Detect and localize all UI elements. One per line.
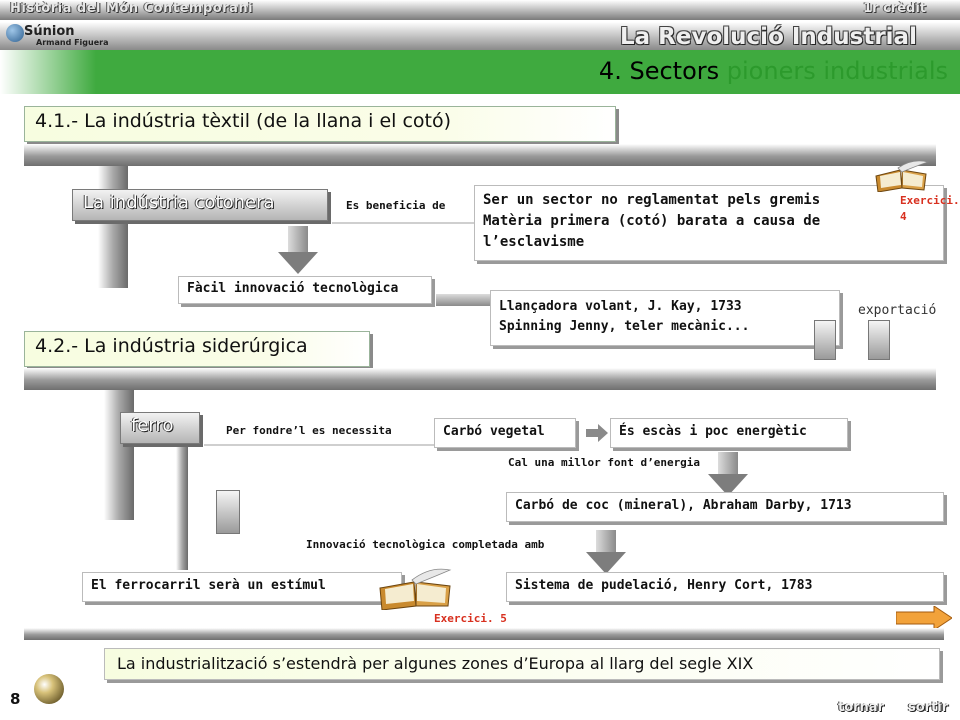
- folded-page-icon: [868, 320, 890, 360]
- course-title: Història del Món Contemporani: [10, 1, 254, 16]
- charcoal-box: Carbó vegetal: [434, 418, 576, 448]
- cotton-sector-label: La indústria cotonera: [72, 189, 328, 221]
- credit-label: 1r crèdit: [863, 1, 926, 16]
- section-title: 4. Sectors pioners industrials: [599, 57, 948, 85]
- coke-label: Carbó de coc (mineral), Abraham Darby, 1…: [515, 498, 852, 513]
- arrow-stem: [288, 226, 308, 254]
- arrow-down-icon: [708, 474, 748, 496]
- invention-line-1: Llançadora volant, J. Kay, 1733: [499, 299, 742, 314]
- back-button[interactable]: tornar: [838, 700, 884, 715]
- benefit-line-3: l’esclavisme: [483, 234, 585, 250]
- folded-page-icon: [814, 320, 836, 360]
- cotton-vertical-bar: [98, 166, 128, 288]
- conclusion-box: La industrialització s’estendrà per algu…: [104, 648, 940, 680]
- iron-heading: 4.2.- La indústria siderúrgica: [24, 331, 370, 367]
- next-arrow-icon[interactable]: [896, 606, 952, 630]
- arrow-stem: [718, 452, 738, 476]
- invention-line-2: Spinning Jenny, teler mecànic...: [499, 319, 750, 334]
- unit-title: La Revolució Industrial: [620, 24, 917, 50]
- logo-name: Súnion: [24, 24, 75, 39]
- railway-label: El ferrocarril serà un estímul: [91, 578, 326, 593]
- innovation-label: Fàcil innovació tecnològica: [187, 281, 399, 296]
- iron-vertical-bar: [104, 390, 134, 520]
- arrow-down-icon: [278, 252, 318, 274]
- puddling-label: Sistema de pudelació, Henry Cort, 1783: [515, 578, 813, 593]
- arrow-stem: [596, 530, 616, 554]
- logo-icon: [6, 24, 24, 42]
- connector-line: [332, 222, 474, 224]
- section-title-part1: Sectors: [629, 57, 720, 85]
- arrow-right-icon: [586, 424, 608, 442]
- inventions-box: Llançadora volant, J. Kay, 1733 Spinning…: [490, 290, 840, 346]
- charcoal-label: Carbó vegetal: [443, 424, 545, 439]
- export-label: exportació: [858, 303, 937, 318]
- top-title-bar: [0, 0, 960, 20]
- connector-line: [204, 444, 434, 446]
- benefit-box: Ser un sector no reglamentat pels gremis…: [474, 185, 944, 261]
- cotton-heading: 4.1.- La indústria tèxtil (de la llana i…: [24, 106, 616, 142]
- page-number: 8: [10, 690, 21, 708]
- section-bar: [0, 50, 960, 94]
- connector-arrow: [436, 294, 492, 306]
- cotton-divider-bar: [24, 144, 936, 166]
- railway-box: El ferrocarril serà un estímul: [82, 572, 402, 602]
- folded-page-icon: [216, 490, 240, 534]
- footer-divider-bar: [24, 628, 944, 640]
- coke-box: Carbó de coc (mineral), Abraham Darby, 1…: [506, 492, 944, 522]
- scarce-label: És escàs i poc energètic: [619, 424, 807, 439]
- benefit-label: Es beneficia de: [346, 199, 446, 212]
- benefit-line-2: Matèria primera (cotó) barata a causa de: [483, 213, 821, 229]
- conclusion-text: La industrialització s’estendrà per algu…: [117, 654, 754, 673]
- exit-button[interactable]: sortir: [908, 700, 949, 715]
- exercise-book-icon[interactable]: [872, 158, 932, 192]
- innovation-completed-label: Innovació tecnològica completada amb: [306, 538, 545, 551]
- benefit-line-1: Ser un sector no reglamentat pels gremis: [483, 192, 821, 208]
- exercise-book-icon[interactable]: [376, 566, 456, 610]
- exercise-5-link[interactable]: Exercici. 5: [434, 612, 507, 625]
- innovation-box: Fàcil innovació tecnològica: [178, 276, 432, 304]
- better-fuel-label: Cal una millor font d’energia: [508, 456, 701, 469]
- exercise-4-link[interactable]: Exercici. 4: [900, 194, 960, 223]
- scarce-box: És escàs i poc energètic: [610, 418, 848, 448]
- section-number: 4.: [598, 57, 622, 85]
- section-title-part2: pioners industrials: [726, 57, 948, 85]
- home-orb-icon[interactable]: [34, 674, 64, 704]
- need-label: Per fondre’l es necessita: [226, 424, 392, 437]
- railway-vertical-bar: [176, 444, 188, 570]
- logo-author: Armand Figuera: [36, 38, 109, 47]
- arrow-down-icon: [586, 552, 626, 574]
- iron-divider-bar: [24, 368, 936, 390]
- puddling-box: Sistema de pudelació, Henry Cort, 1783: [506, 572, 944, 602]
- iron-sector-label: ferro: [120, 412, 200, 444]
- unit-bar: [0, 22, 960, 50]
